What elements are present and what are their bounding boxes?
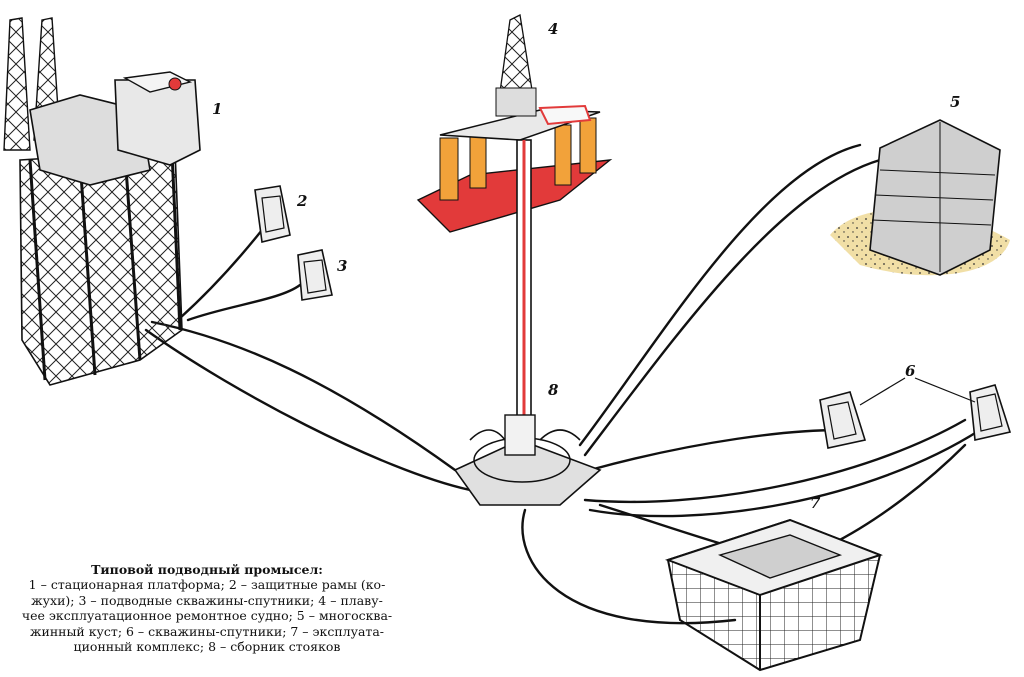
subsea-well-satellite xyxy=(297,249,333,301)
multi-well-cluster xyxy=(830,119,1010,276)
fixed-platform xyxy=(3,17,201,386)
label-4: 4 xyxy=(548,20,558,38)
label-1: 1 xyxy=(212,100,222,118)
floating-vessel xyxy=(416,14,613,233)
caption-line: жухи); 3 – подводные скважины-спутники; … xyxy=(31,592,383,608)
caption-title: Типовой подводный промысел: xyxy=(91,562,323,577)
figure-caption: Типовой подводный промысел: 1 – стациона… xyxy=(2,562,412,654)
label-2: 2 xyxy=(296,192,307,210)
label-6-leaders xyxy=(859,377,976,406)
caption-line: жинный куст; 6 – скважины-спутники; 7 – … xyxy=(29,623,385,639)
satellite-well-b xyxy=(969,384,1012,441)
caption-line: чее эксплуатационное ремонтное судно; 5 … xyxy=(21,608,393,624)
guard-frame xyxy=(254,185,291,243)
flowlines xyxy=(144,143,982,625)
label-8: 8 xyxy=(548,381,559,399)
caption-line: 1 – стационарная платформа; 2 – защитные… xyxy=(28,577,386,593)
label-7: 7 xyxy=(810,494,821,512)
production-complex xyxy=(665,518,883,672)
caption-body: 1 – стационарная платформа; 2 – защитные… xyxy=(2,577,412,654)
label-5: 5 xyxy=(950,93,960,111)
riser-manifold xyxy=(453,414,602,506)
label-6: 6 xyxy=(905,362,916,380)
caption-line: ционный комплекс; 8 – сборник стояков xyxy=(73,639,341,655)
riser xyxy=(516,139,532,441)
label-3: 3 xyxy=(337,257,347,275)
satellite-well-a xyxy=(819,391,867,449)
